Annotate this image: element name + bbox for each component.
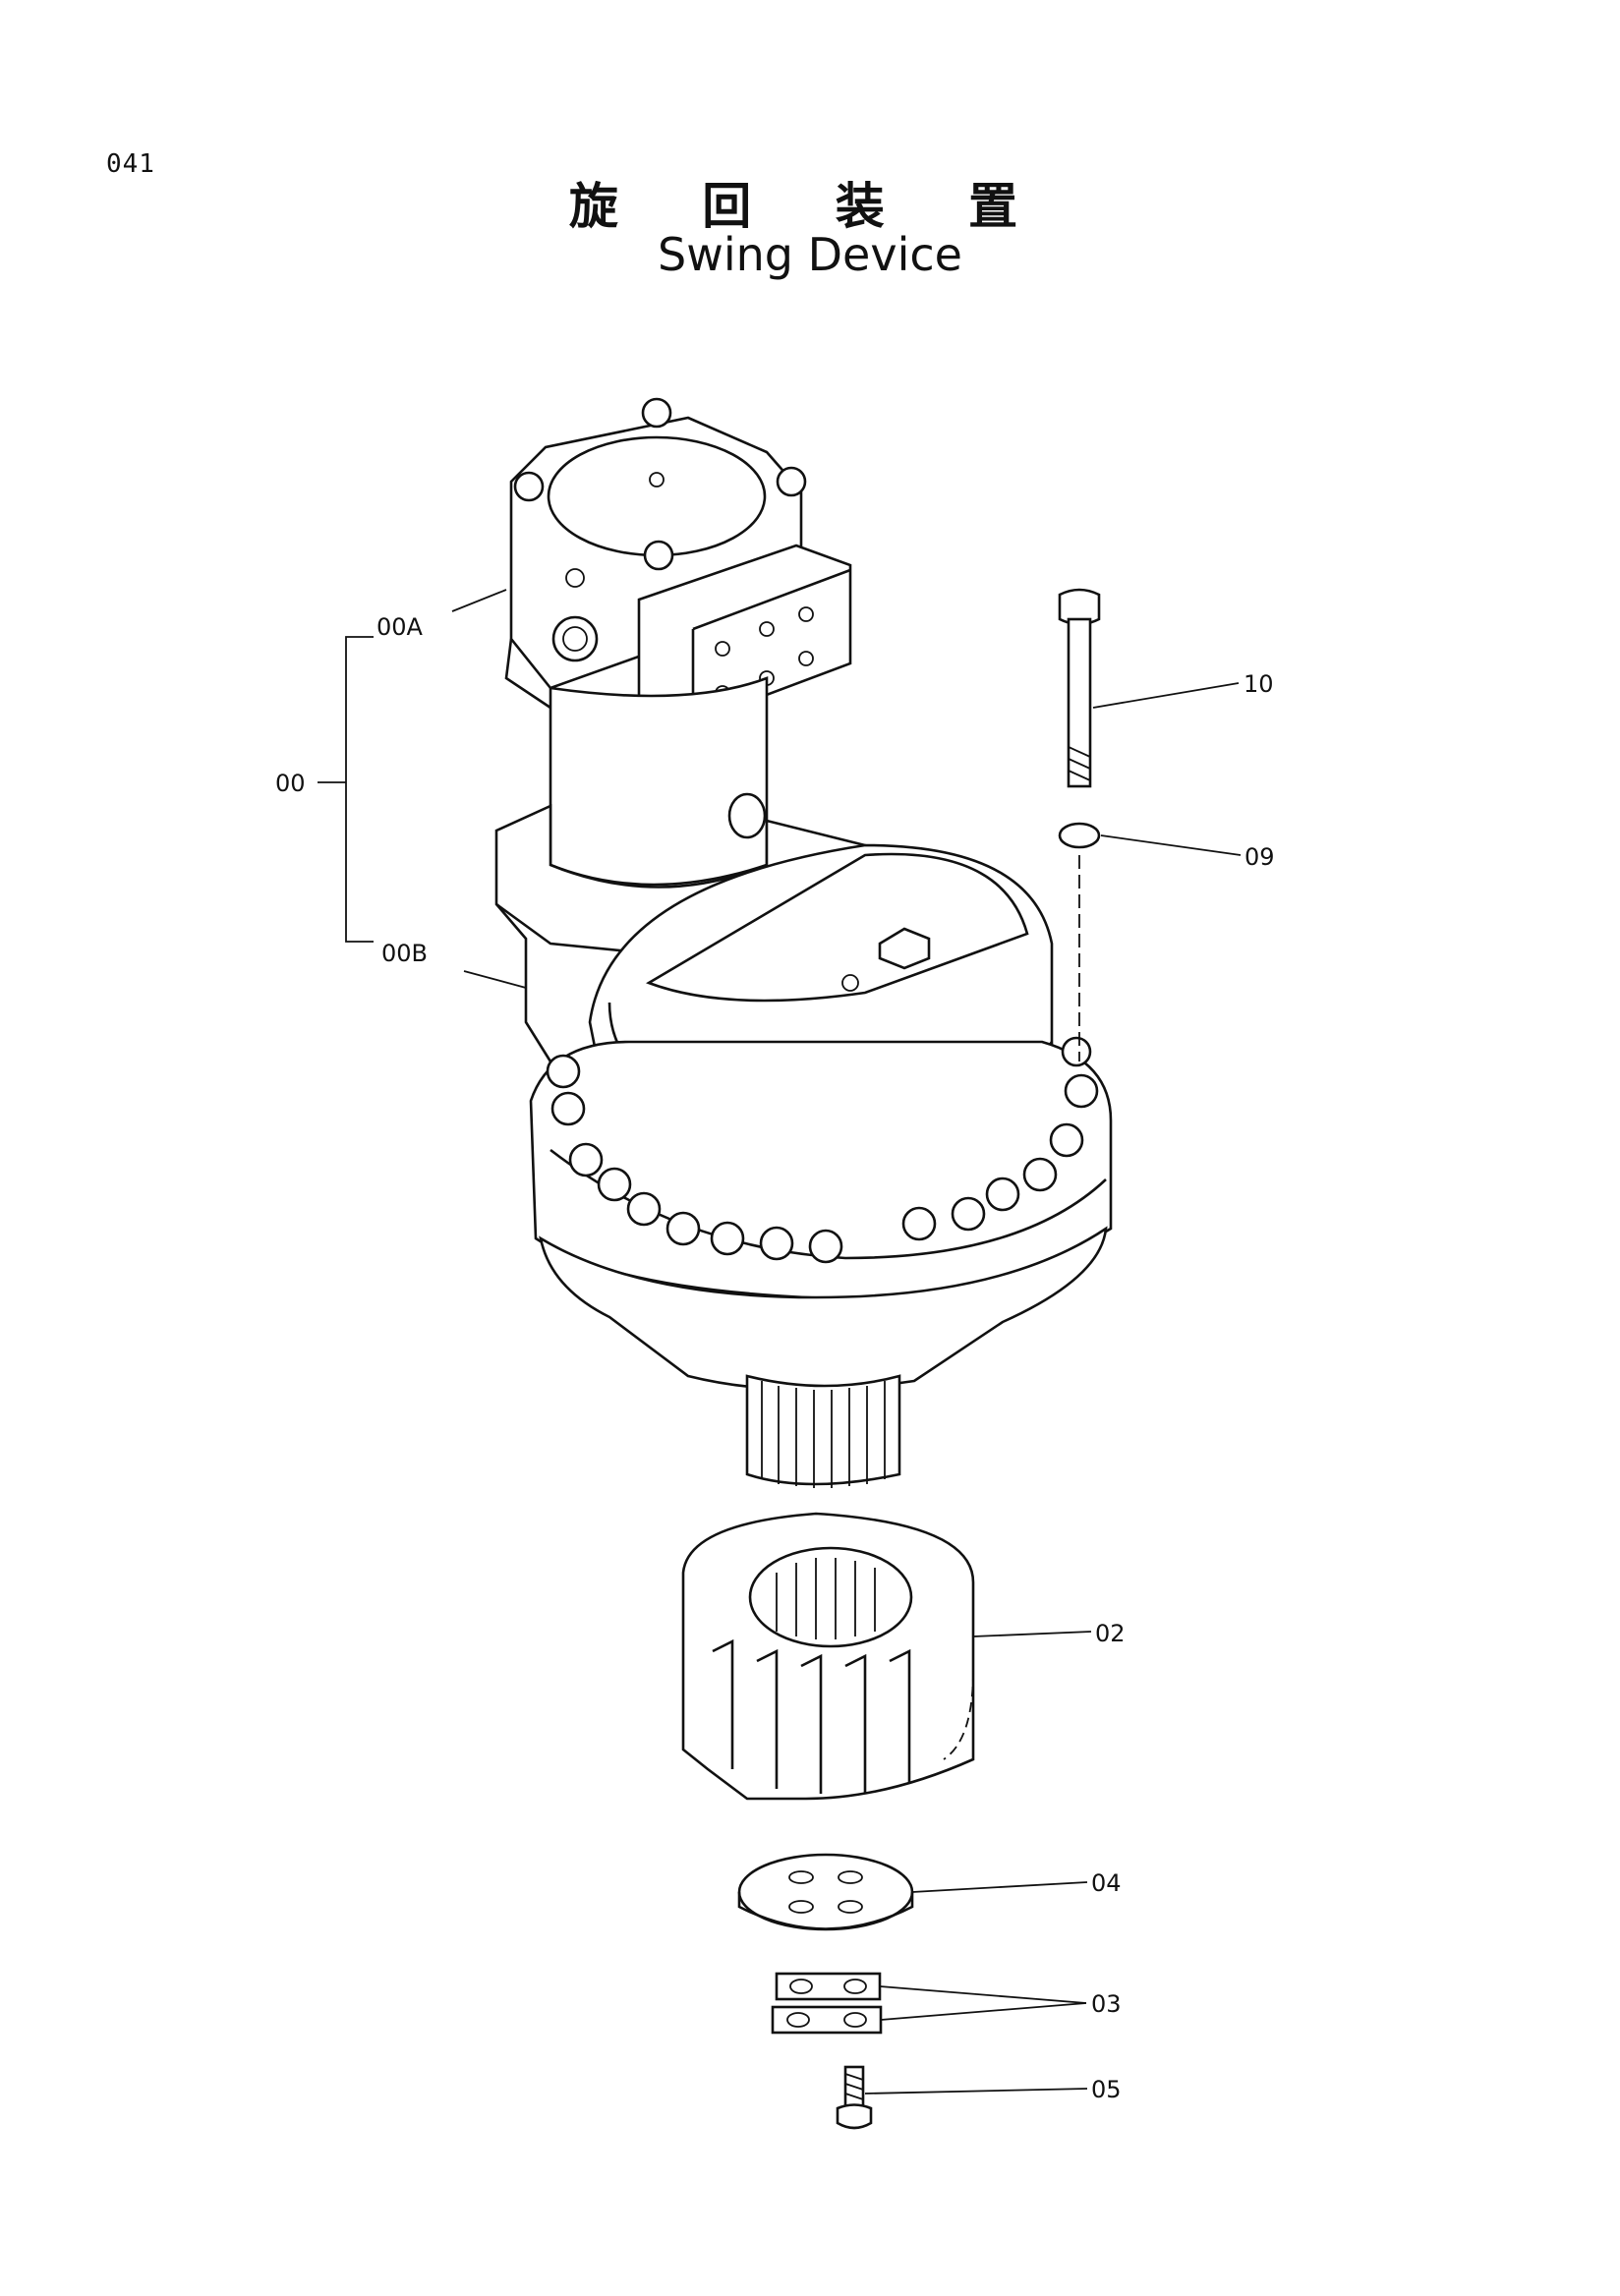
screw-05 [836,2065,873,2130]
leader-lines [318,589,1242,2095]
page-number: 041 [106,149,155,179]
callout-00B: 00B [381,940,428,967]
title-japanese: 旋 回 装 置 [568,178,1052,235]
reduction-gear-00B [494,803,1113,1488]
callout-04: 04 [1091,1869,1122,1897]
flange-bolts [546,1036,1099,1264]
shims-03 [771,1972,883,2035]
callout-00A: 00A [376,613,424,641]
bolt-10 [1058,588,1101,788]
callout-02: 02 [1095,1620,1126,1647]
callout-09: 09 [1244,843,1275,871]
gear-02 [681,1512,975,1801]
ring-09 [1058,822,1101,1062]
callout-03: 03 [1091,1990,1122,2018]
title-english: Swing Device [658,228,962,281]
plate-04 [737,1853,914,1931]
callout-10: 10 [1244,670,1274,698]
callout-00: 00 [275,770,306,797]
callout-05: 05 [1091,2076,1122,2103]
swing-motor-00A [504,397,852,887]
